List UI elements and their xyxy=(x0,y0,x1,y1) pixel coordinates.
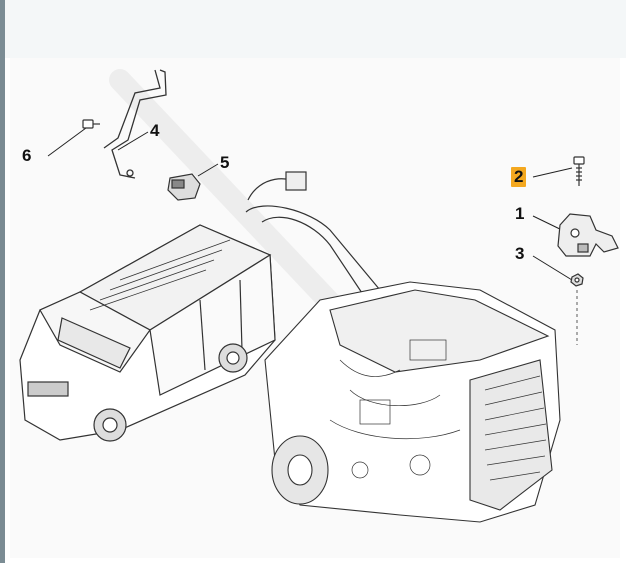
callout-3: 3 xyxy=(515,244,525,263)
bolt-part-6 xyxy=(82,119,100,129)
top-band xyxy=(5,0,626,58)
nut-part-3 xyxy=(570,273,584,287)
leader-2 xyxy=(532,167,573,178)
callout-5: 5 xyxy=(220,153,230,172)
callout-4: 4 xyxy=(150,121,160,140)
hose xyxy=(245,171,381,306)
bracket-part-4 xyxy=(103,69,167,179)
leader-4 xyxy=(117,131,149,151)
engine-illustration xyxy=(264,281,561,523)
callout-6: 6 xyxy=(22,146,32,165)
leader-lines xyxy=(47,127,573,281)
callout-2[interactable]: 2 xyxy=(511,167,527,187)
leader-5 xyxy=(197,163,219,177)
callout-1: 1 xyxy=(515,204,525,223)
leader-3 xyxy=(532,255,573,281)
van-illustration xyxy=(19,224,276,442)
sensor-part-5 xyxy=(167,173,201,201)
mount-part-1 xyxy=(557,213,619,257)
bolt-part-2 xyxy=(573,156,585,186)
leader-6 xyxy=(47,127,87,157)
